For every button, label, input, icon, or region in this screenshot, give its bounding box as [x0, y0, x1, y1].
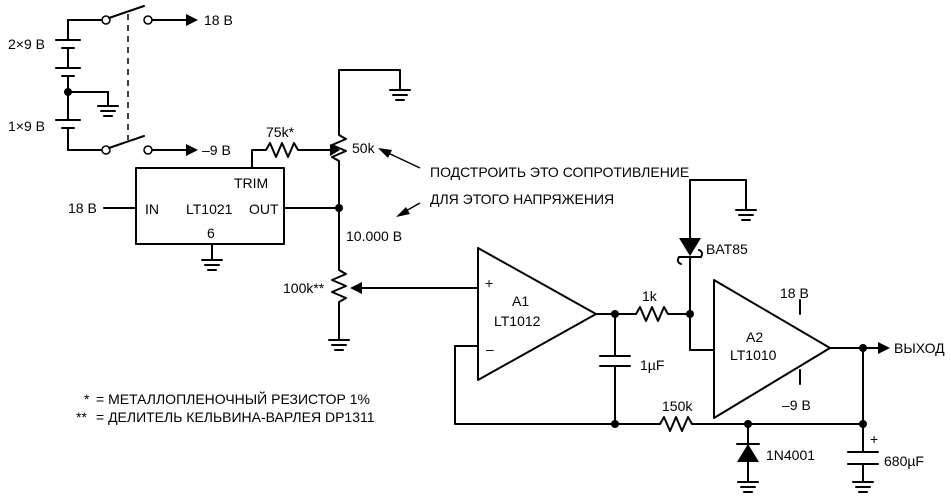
footnote-2-mark: **	[76, 409, 87, 425]
a2-vneg-label: –9 В	[782, 397, 811, 413]
supply-18v-label: 18 В	[204, 12, 233, 28]
switch-top	[67, 5, 198, 26]
a1-part: LT1012	[494, 313, 541, 329]
a2-name: A2	[746, 329, 763, 345]
note-adjust-line2: ДЛЯ ЭТОГО НАПРЯЖЕНИЯ	[430, 191, 614, 207]
lt1021-trim-label: TRIM	[234, 175, 268, 191]
diode-1n4001	[736, 423, 760, 493]
output-label: ВЫХОД	[894, 340, 945, 356]
opamp-a1	[477, 247, 597, 381]
resistor-1k-label: 1k	[642, 288, 658, 304]
resistor-50k	[331, 69, 411, 209]
battery-stack	[55, 19, 119, 151]
capacitor-1uf	[599, 313, 631, 425]
ref-voltage-label: 10.000 В	[346, 228, 402, 244]
capacitor-680uf-label: 680µF	[884, 453, 924, 469]
lt1021-out-label: OUT	[249, 201, 279, 217]
capacitor-680uf	[847, 451, 879, 493]
resistor-150k	[659, 416, 864, 432]
input-18v-label: 18 В	[68, 200, 97, 216]
resistor-75k	[251, 142, 340, 169]
a1-plus: +	[485, 275, 493, 291]
buffer-a2	[713, 279, 831, 419]
supply-neg9v-label: –9 В	[202, 142, 231, 158]
divider-100k-label: 100k**	[283, 280, 325, 296]
a2-part: LT1010	[730, 347, 777, 363]
resistor-150k-label: 150k	[662, 398, 693, 414]
diode-bat85	[676, 179, 757, 315]
battery-1x9-label: 1×9 В	[8, 118, 45, 134]
lt1021-name: LT1021	[186, 201, 233, 217]
footnote-1-text: = МЕТАЛЛОПЛЕНОЧНЫЙ РЕЗИСТОР 1%	[96, 390, 370, 407]
a1-minus: –	[486, 341, 494, 357]
footnote-2-text: = ДЕЛИТЕЛЬ КЕЛЬВИНА-ВАРЛЕЯ DP1311	[96, 409, 375, 425]
switch-bottom	[67, 135, 198, 156]
a2-vpos-label: 18 В	[780, 285, 809, 301]
resistor-75k-label: 75k*	[266, 124, 295, 140]
diode-1n4001-label: 1N4001	[766, 447, 815, 463]
bat85-label: BAT85	[706, 241, 748, 257]
lt1021-pin6-label: 6	[207, 225, 215, 241]
resistor-100k-divider	[328, 207, 350, 351]
lt1021-body	[135, 167, 285, 245]
resistor-1k	[635, 306, 691, 322]
note-adjust-line1: ПОДСТРОИТЬ ЭТО СОПРОТИВЛЕНИЕ	[430, 164, 689, 180]
capacitor-680uf-plus: +	[870, 431, 878, 447]
capacitor-1uf-label: 1µF	[640, 357, 664, 373]
battery-2x9-label: 2×9 В	[8, 36, 45, 52]
ground-lt1021	[201, 243, 223, 271]
lt1021-in-label: IN	[145, 201, 159, 217]
note-arrows	[378, 148, 421, 217]
footnote-1-mark: *	[84, 391, 90, 407]
a1-name: A1	[512, 293, 529, 309]
resistor-50k-label: 50k	[352, 140, 376, 156]
